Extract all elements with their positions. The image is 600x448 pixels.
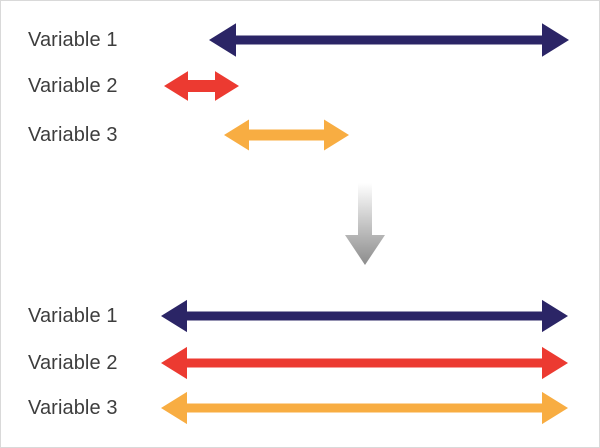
before-section: Variable 1 Variable 2 Variable 3 [1,17,599,167]
before-label-variable-3: Variable 3 [28,124,118,146]
down-arrow-icon [341,181,389,267]
before-label-variable-2: Variable 2 [28,75,118,97]
before-arrow-variable-1 [209,23,569,57]
before-row-variable-1: Variable 1 [1,17,599,63]
after-section: Variable 1 Variable 2 Variable 3 [1,293,599,433]
after-label-variable-2: Variable 2 [28,352,118,374]
before-label-variable-1: Variable 1 [28,29,118,51]
after-arrow-variable-1 [161,299,568,333]
before-row-variable-3: Variable 3 [1,112,599,158]
after-row-variable-3: Variable 3 [1,385,599,431]
after-label-variable-3: Variable 3 [28,397,118,419]
before-arrow-variable-2 [164,69,239,103]
before-row-variable-2: Variable 2 [1,63,599,109]
after-arrow-variable-2 [161,346,568,380]
after-label-variable-1: Variable 1 [28,305,118,327]
before-arrow-variable-3 [224,118,349,152]
after-row-variable-2: Variable 2 [1,340,599,386]
after-arrow-variable-3 [161,391,568,425]
after-row-variable-1: Variable 1 [1,293,599,339]
